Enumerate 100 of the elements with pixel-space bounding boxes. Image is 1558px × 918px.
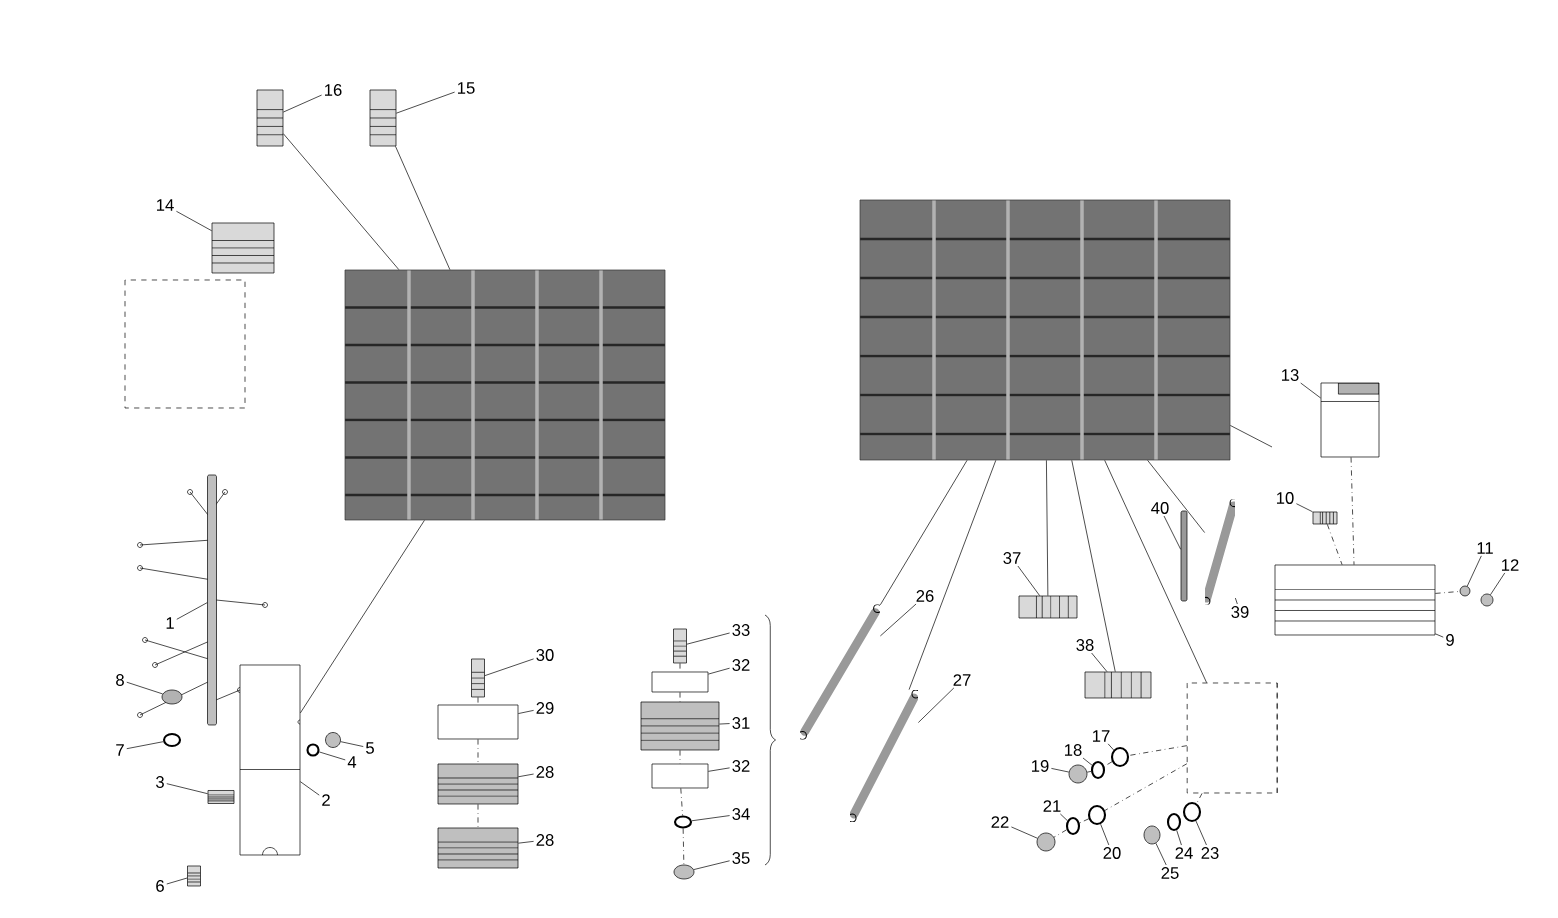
- callout-number: 29: [536, 702, 554, 714]
- clamp-drawing: [437, 827, 519, 869]
- leader-line: [1060, 813, 1068, 821]
- leader-line: [1300, 382, 1321, 399]
- callout-number: 28: [536, 834, 554, 846]
- leader-line: [880, 603, 917, 637]
- ground-strap-drawing: [1205, 499, 1235, 605]
- callout-number: 26: [916, 590, 934, 602]
- clip-drawing: [651, 763, 709, 789]
- leader-line: [395, 146, 451, 270]
- leader-line: [1350, 457, 1355, 565]
- leader-line: [1082, 757, 1093, 766]
- leader-line: [166, 783, 208, 795]
- leader-line: [693, 860, 730, 870]
- nut-drawing: [673, 864, 695, 880]
- washer-drawing: [673, 815, 693, 829]
- leader-line: [679, 663, 681, 672]
- callout-number: 33: [732, 624, 750, 636]
- bolt-drawing: [1018, 595, 1078, 619]
- callout-number: 25: [1161, 867, 1179, 879]
- bolt-drawing: [673, 628, 687, 664]
- leader-line: [1104, 763, 1188, 811]
- callout-number: 4: [347, 756, 357, 768]
- leader-line: [283, 133, 400, 270]
- leader-line: [1071, 460, 1116, 672]
- bolt-drawing: [187, 865, 201, 887]
- washer-drawing: [1065, 816, 1081, 836]
- callout-number: 40: [1151, 502, 1169, 514]
- callout-number: 22: [991, 816, 1009, 828]
- callout-number: 27: [953, 674, 971, 686]
- clamp-drawing: [437, 763, 519, 805]
- plate-drawing: [437, 704, 519, 740]
- washer-drawing: [306, 743, 320, 757]
- leader-line: [719, 723, 730, 725]
- callout-number: 9: [1446, 634, 1454, 646]
- leader-line: [1466, 555, 1482, 587]
- washer-drawing: [162, 732, 182, 748]
- washer-drawing: [1110, 746, 1130, 768]
- leader-line: [1490, 572, 1506, 596]
- nut-drawing: [1459, 585, 1471, 597]
- bolt-drawing: [207, 790, 235, 804]
- leader-line: [176, 210, 212, 232]
- leader-line: [1147, 460, 1205, 533]
- leader-line: [126, 741, 164, 750]
- leader-line: [1011, 826, 1038, 839]
- callout-number: 19: [1032, 760, 1049, 772]
- nut-drawing: [1480, 593, 1494, 607]
- callout-number: 10: [1277, 492, 1294, 504]
- sensor-drawing: [369, 89, 397, 147]
- leader-line: [679, 692, 681, 702]
- bolt-drawing: [471, 658, 485, 698]
- callout-number: 28: [536, 766, 554, 778]
- ground-strap-drawing: [850, 690, 918, 822]
- engine-drawing: [859, 199, 1231, 461]
- nut-drawing: [1143, 825, 1161, 845]
- washer-drawing: [1166, 812, 1182, 832]
- bolt-drawing: [1312, 511, 1338, 525]
- callout-number: 20: [1103, 847, 1121, 859]
- callout-number: 5: [366, 742, 374, 754]
- leader-line: [1435, 591, 1460, 594]
- callout-number: 32: [732, 760, 750, 772]
- leader-line: [1195, 820, 1207, 846]
- cable-drawing: [207, 474, 217, 726]
- leader-line: [1155, 842, 1167, 866]
- callout-number: 32: [732, 659, 750, 671]
- leader-line: [1230, 425, 1273, 448]
- leader-line: [680, 788, 683, 816]
- callout-number: 17: [1093, 730, 1110, 742]
- cable-tie-drawing: [1180, 510, 1188, 602]
- callout-number: 6: [156, 880, 164, 892]
- leader-line: [176, 602, 208, 620]
- leader-line: [1196, 793, 1203, 804]
- callout-number: 8: [116, 674, 124, 686]
- meter-drawing: [1320, 382, 1380, 458]
- leader-line: [300, 781, 320, 796]
- leader-line: [708, 767, 730, 772]
- leader-line: [708, 667, 730, 675]
- heater-drawing: [1186, 682, 1278, 794]
- callout-number: 34: [732, 808, 750, 820]
- leader-line: [918, 687, 955, 723]
- leader-line: [1104, 460, 1207, 683]
- washer-drawing: [1087, 804, 1107, 826]
- plate-drawing: [1274, 564, 1436, 636]
- leader-line: [340, 741, 364, 747]
- nut-drawing: [325, 732, 341, 748]
- callout-number: 23: [1201, 847, 1219, 859]
- leader-line: [283, 94, 322, 113]
- leader-line: [396, 91, 455, 114]
- callout-number: 38: [1076, 639, 1094, 651]
- callout-number: 30: [536, 649, 554, 661]
- washer-drawing: [1090, 760, 1106, 780]
- leader-line: [477, 804, 479, 828]
- callout-number: 35: [732, 852, 750, 864]
- gauge-drawing: [211, 222, 275, 274]
- callout-number: 7: [116, 744, 124, 756]
- leader-line: [1176, 830, 1182, 846]
- leader-line: [908, 460, 997, 690]
- callout-number: 11: [1477, 542, 1493, 554]
- leader-line: [318, 751, 346, 761]
- callout-number: 14: [157, 199, 174, 211]
